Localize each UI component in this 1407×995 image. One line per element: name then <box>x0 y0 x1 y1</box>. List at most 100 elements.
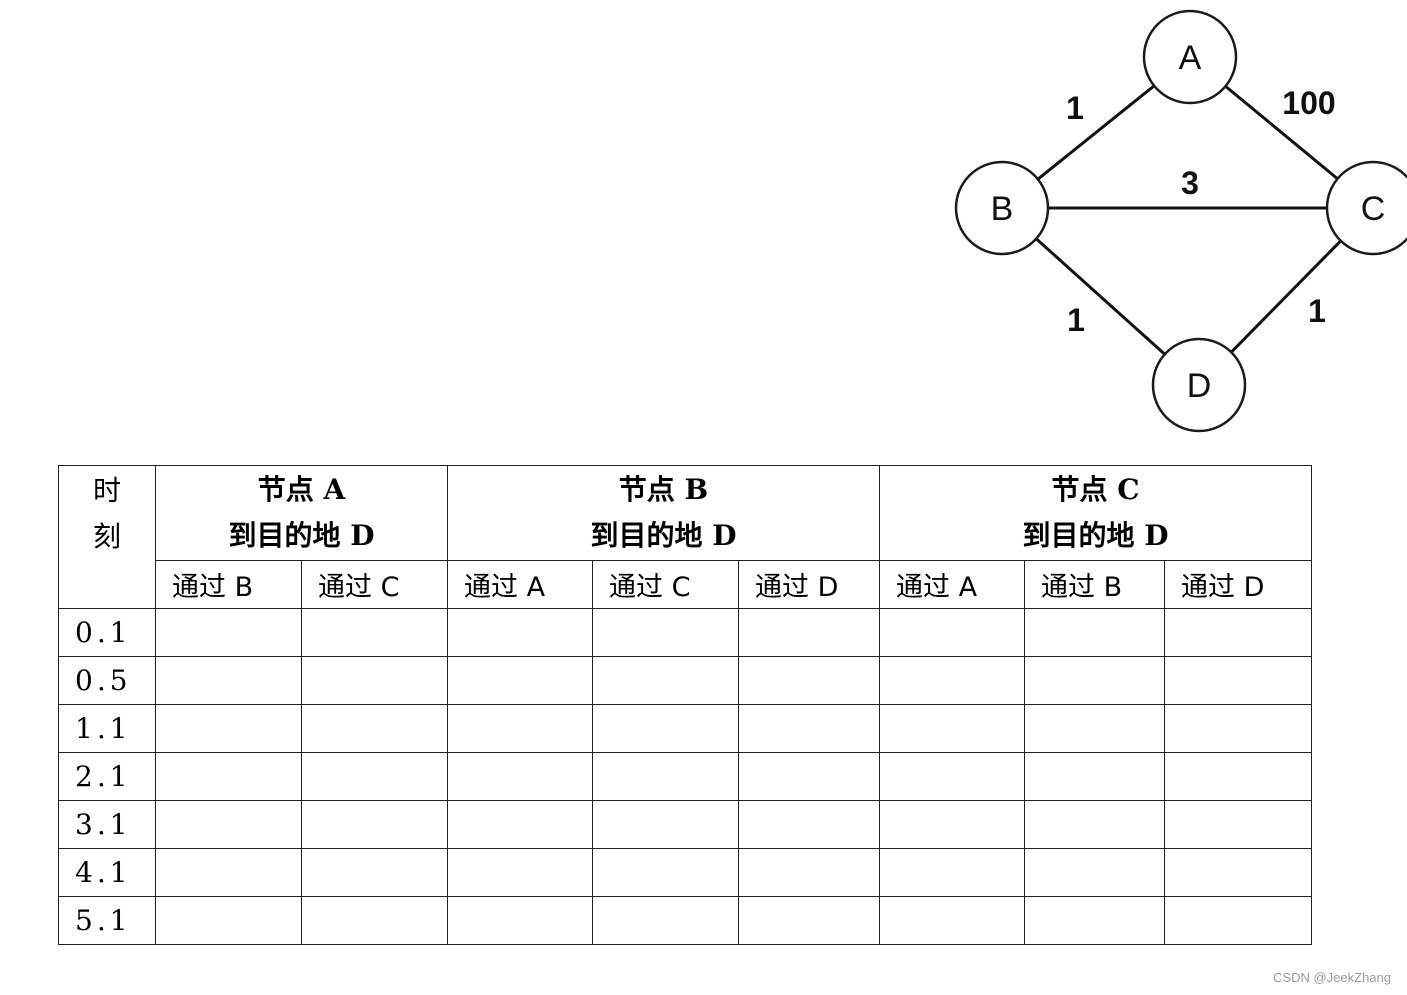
table-cell <box>1164 848 1313 897</box>
table-cell <box>737 752 881 801</box>
node-c-subtitle: 到目的地 D <box>1022 519 1169 552</box>
table-header-row-columns: 通过 B 通过 C 通过 A 通过 C 通过 D 通过 A 通过 B 通过 D <box>59 560 1313 609</box>
column-header: 通过 B <box>155 560 302 609</box>
table-cell <box>301 656 448 705</box>
node-a-subtitle: 到目的地 D <box>228 519 375 552</box>
table-cell <box>155 800 302 849</box>
edge-a-c <box>1224 85 1339 180</box>
node-circle <box>954 160 1050 256</box>
table-cell <box>737 848 881 897</box>
table-cell <box>301 896 448 945</box>
column-header: 通过 B <box>1024 560 1166 609</box>
table-cell <box>1024 800 1166 849</box>
table-cell <box>447 848 593 897</box>
table-cell <box>592 656 739 705</box>
column-header: 通过 A <box>447 560 593 609</box>
node-d: D <box>1151 337 1247 433</box>
edge-weight-b-d: 1 <box>1067 302 1085 338</box>
node-label: B <box>991 190 1014 228</box>
table-cell <box>737 896 881 945</box>
edge-weight-c-d: 1 <box>1308 293 1326 329</box>
table-row: 2.1 <box>58 752 1313 801</box>
table-cell <box>1164 656 1313 705</box>
table-cell <box>879 800 1026 849</box>
table-cell <box>737 656 881 705</box>
table-cell <box>1164 704 1313 753</box>
node-label: A <box>1179 39 1202 77</box>
watermark: CSDN @JeekZhang <box>1273 970 1391 985</box>
node-a: A <box>1142 9 1238 105</box>
node-a-header: 节点 A 到目的地 D <box>155 465 448 561</box>
table-cell <box>879 752 1026 801</box>
column-header: 通过 C <box>301 560 448 609</box>
table-cell <box>155 752 302 801</box>
table-cell <box>737 800 881 849</box>
table-row: 1.1 <box>58 704 1313 753</box>
table-cell <box>155 608 302 657</box>
column-header: 通过 D <box>737 560 881 609</box>
node-b-title: 节点 B <box>618 473 709 506</box>
table-cell <box>447 752 593 801</box>
table-row: 3.1 <box>58 800 1313 849</box>
column-header: 通过 C <box>592 560 739 609</box>
node-circle <box>1142 9 1238 105</box>
time-cell: 1.1 <box>58 704 156 753</box>
table-cell <box>592 848 739 897</box>
table-cell <box>1164 752 1313 801</box>
table-row: 0.1 <box>58 608 1313 657</box>
time-cell: 5.1 <box>58 896 156 945</box>
table-cell <box>301 608 448 657</box>
time-cell: 3.1 <box>58 800 156 849</box>
table-cell <box>879 848 1026 897</box>
node-c: C <box>1325 160 1407 256</box>
table-cell <box>879 656 1026 705</box>
table-cell <box>155 704 302 753</box>
table-cell <box>447 656 593 705</box>
node-circle <box>1325 160 1407 256</box>
node-c-header: 节点 C 到目的地 D <box>879 465 1313 561</box>
time-header: 时刻 <box>58 465 156 609</box>
table-cell <box>447 608 593 657</box>
time-cell: 4.1 <box>58 848 156 897</box>
edge-a-b <box>1036 84 1156 181</box>
table-cell <box>1164 800 1313 849</box>
node-b: B <box>954 160 1050 256</box>
table-cell <box>592 704 739 753</box>
edge-weight-a-b: 1 <box>1066 90 1084 126</box>
table-header-row-groups: 时刻 节点 A 到目的地 D 节点 B 到目的地 D 节点 C 到目的地 D <box>58 465 1313 609</box>
table-cell <box>155 896 302 945</box>
node-label: D <box>1187 367 1212 405</box>
table-cell <box>447 896 593 945</box>
column-header: 通过 D <box>1164 560 1313 609</box>
table-cell <box>1024 656 1166 705</box>
table-cell <box>1024 608 1166 657</box>
table-row: 0.5 <box>58 656 1313 705</box>
time-header-label: 时刻 <box>92 474 121 553</box>
node-label: C <box>1361 190 1386 228</box>
edge-weight-b-c: 3 <box>1181 165 1199 201</box>
node-b-subtitle: 到目的地 D <box>590 519 737 552</box>
time-cell: 0.1 <box>58 608 156 657</box>
edge-c-d <box>1230 239 1342 354</box>
column-header: 通过 A <box>879 560 1026 609</box>
table-cell <box>1024 704 1166 753</box>
routing-table: 时刻 节点 A 到目的地 D 节点 B 到目的地 D 节点 C 到目的地 D 通… <box>58 465 1313 945</box>
table-cell <box>301 800 448 849</box>
table-cell <box>592 752 739 801</box>
table-row: 5.1 <box>58 896 1313 945</box>
table-row: 4.1 <box>58 848 1313 897</box>
time-cell: 2.1 <box>58 752 156 801</box>
time-cell: 0.5 <box>58 656 156 705</box>
table-cell <box>447 800 593 849</box>
table-cell <box>1164 896 1313 945</box>
table-cell <box>879 608 1026 657</box>
node-b-header: 节点 B 到目的地 D <box>446 465 881 561</box>
table-cell <box>592 896 739 945</box>
edge-b-d <box>1035 237 1166 356</box>
table-cell <box>737 608 881 657</box>
table-cell <box>592 608 739 657</box>
table-cell <box>155 848 302 897</box>
table-cell <box>879 704 1026 753</box>
